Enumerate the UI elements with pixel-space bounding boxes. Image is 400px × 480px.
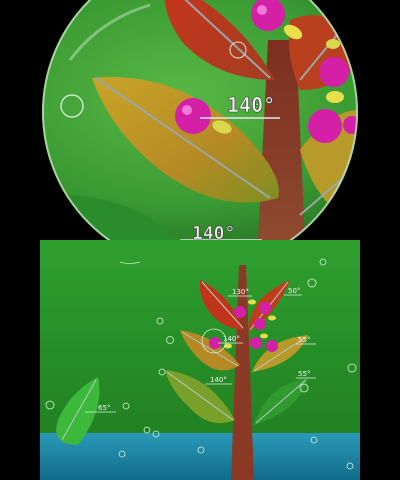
angle-label: 55° [298,370,310,378]
water [40,433,360,480]
fruit-cluster[interactable] [209,302,278,352]
angle-label: 140° [210,376,227,384]
fruit[interactable] [266,340,278,352]
bubbles [45,258,357,470]
plant-stem [231,265,254,480]
fruit [251,0,285,31]
fruit [319,57,349,87]
magnifier-rim [42,0,358,240]
magnifier-view: 140° 140° [42,0,358,240]
angle-label: 65° [98,404,110,412]
top-screen: 140° 140° [42,0,358,240]
angle-label: 140° [223,335,240,343]
fruit[interactable] [234,306,246,318]
plant-scene[interactable]: 130° 50° 140° 55° 140° 55° 65° [40,240,360,480]
fruit[interactable] [209,337,221,349]
fruit[interactable] [259,302,271,314]
magnifier-angle-label: 140° [227,93,275,117]
fruit[interactable] [250,337,262,349]
fruit [308,109,342,143]
angle-label: 55° [298,336,310,344]
fruit [343,116,358,134]
angle-label: 50° [288,287,300,295]
fruit [175,98,211,134]
bubble [229,41,247,59]
magnifier-angle-label: 140° [192,223,235,240]
fruit[interactable] [254,318,266,330]
bubble [60,94,84,118]
magnifier-lens-content: 140° 140° [42,0,358,240]
angle-label: 130° [232,288,249,296]
bottom-screen[interactable]: 130° 50° 140° 55° 140° 55° 65° [40,240,360,480]
